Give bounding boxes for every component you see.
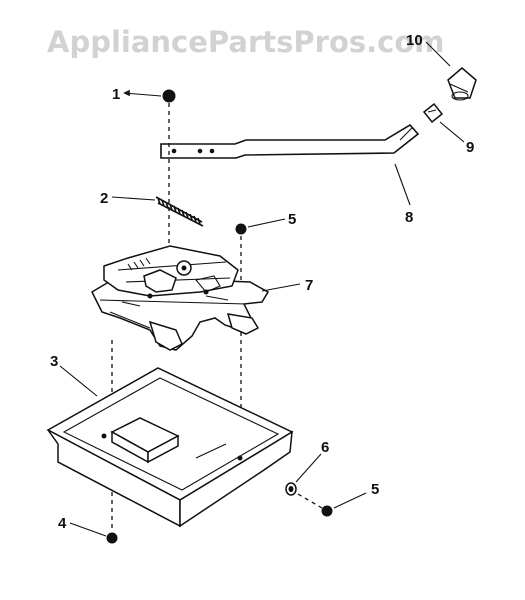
leader-1 <box>123 92 162 97</box>
watermark-text: AppliancePartsPros.com <box>47 25 444 59</box>
callout-2: 2 <box>100 190 108 207</box>
part-10-knob <box>447 67 477 101</box>
callout-5-upper: 5 <box>288 211 296 228</box>
callout-4: 4 <box>58 515 67 532</box>
part-5-screw-upper <box>235 223 247 235</box>
part-3-tray <box>46 367 294 528</box>
assembly-line-6 <box>297 493 323 509</box>
leader-9 <box>439 121 465 143</box>
part-7-latch-mechanism <box>91 245 270 351</box>
part-9-clip <box>422 102 444 124</box>
part-4-screw <box>106 532 118 544</box>
part-1-screw <box>162 89 176 103</box>
callout-3: 3 <box>50 353 58 370</box>
leader-6 <box>295 453 322 483</box>
callout-6: 6 <box>321 439 329 456</box>
leader-3 <box>59 365 98 397</box>
leader-5-lower <box>333 492 367 509</box>
part-8-lever-arm <box>160 123 420 159</box>
leader-2 <box>111 196 156 201</box>
leader-4 <box>69 522 107 537</box>
callout-10: 10 <box>406 32 423 49</box>
leader-5-upper <box>247 218 286 228</box>
callout-1: 1 <box>112 86 120 103</box>
leader-10 <box>425 41 451 67</box>
callout-8: 8 <box>405 209 413 226</box>
callout-5-lower: 5 <box>371 481 379 498</box>
part-5-screw-lower <box>321 505 333 517</box>
callout-9: 9 <box>466 139 474 156</box>
part-6-washer <box>285 482 297 496</box>
callout-7: 7 <box>305 277 313 294</box>
part-2-spring <box>155 196 204 227</box>
leader-8 <box>394 163 411 206</box>
leader-7 <box>261 283 301 292</box>
